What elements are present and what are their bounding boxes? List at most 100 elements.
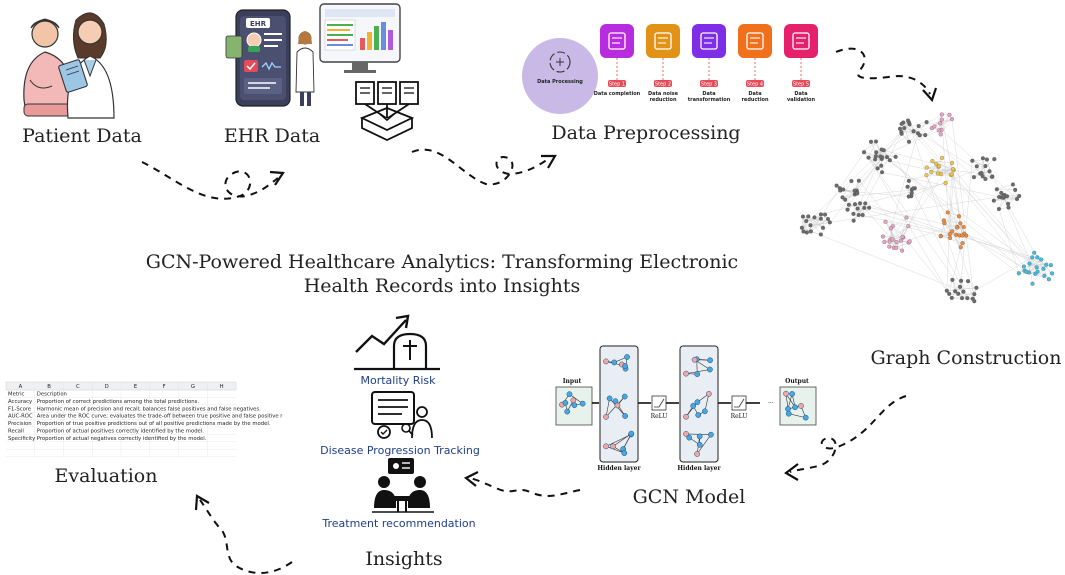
gcn-node: [571, 402, 578, 409]
graph-node: [840, 195, 845, 200]
graph-node: [945, 210, 950, 215]
graph-node: [954, 225, 960, 230]
spreadsheet-column-letter: H: [220, 384, 224, 390]
graph-node: [1006, 205, 1011, 210]
step-label: reduction: [649, 97, 676, 103]
step-label: reduction: [741, 97, 768, 103]
graph-node: [801, 229, 806, 234]
graph-node: [937, 164, 942, 169]
arrow-patient-to-ehr: [141, 161, 279, 200]
graph-node: [873, 139, 879, 144]
relu-1-label: ReLU: [651, 413, 668, 420]
graph-node: [905, 118, 911, 123]
graph-node: [882, 240, 887, 245]
graph-node: [1014, 196, 1020, 202]
data-processing-hub-label: Data Processing: [537, 79, 583, 85]
graph-node: [906, 194, 911, 199]
graph-node: [1042, 273, 1047, 278]
step-badge: [608, 80, 626, 87]
arrowhead-5: [463, 471, 479, 487]
graph-node: [916, 124, 921, 129]
step-label: Data noise: [648, 91, 679, 97]
gcn-node: [579, 400, 586, 407]
spreadsheet-description-cell: Area under the ROC curve; evaluates the …: [37, 414, 284, 420]
gcn-node: [694, 371, 701, 378]
graph-node: [956, 214, 962, 219]
spreadsheet-description-cell: Proportion of actual positives correctly…: [37, 429, 205, 435]
graph-node: [906, 139, 911, 144]
graph-node: [869, 139, 874, 144]
arrowhead-2: [541, 154, 557, 169]
graph-node: [906, 224, 911, 229]
spreadsheet-description-cell: Description: [37, 392, 67, 398]
graph-node: [884, 155, 890, 160]
graph-node: [825, 216, 830, 221]
graph-node: [965, 296, 970, 301]
gcn-node: [707, 357, 713, 364]
graph-node: [1034, 265, 1039, 270]
graph-node: [1041, 266, 1046, 271]
graph-node: [888, 226, 893, 231]
graph-node: [960, 241, 965, 246]
graph-node: [941, 218, 946, 223]
graph-node: [987, 169, 992, 174]
gcn-model-illustration: Input Output Hidden layer Hidden layer R…: [555, 345, 817, 472]
graph-node: [961, 224, 966, 230]
graph-node: [899, 121, 904, 126]
gcn-node: [789, 391, 795, 397]
spreadsheet-column-letter: C: [76, 384, 80, 390]
spreadsheet-column-letter: F: [163, 384, 166, 390]
graph-node: [960, 233, 965, 238]
gcn-node: [606, 395, 613, 402]
graph-node: [934, 161, 939, 166]
gcn-node: [562, 400, 569, 406]
relu-2-box: [731, 395, 747, 411]
graph-node: [1006, 201, 1011, 206]
graph-node: [992, 157, 997, 162]
treatment-recommendation-icon: [372, 458, 434, 513]
graph-node: [949, 117, 955, 122]
gcn-node: [624, 354, 630, 360]
graph-node: [979, 171, 984, 176]
graph-node: [812, 215, 817, 220]
gcn-node: [621, 393, 628, 400]
arrow-insights-to-evaluation: [199, 499, 293, 574]
gcn-output-label: Output: [785, 378, 809, 385]
graph-edges: [801, 114, 1053, 302]
graph-node: [880, 234, 885, 239]
gcn-node: [792, 404, 798, 411]
graph-node: [972, 292, 977, 297]
graph-node: [999, 190, 1004, 195]
gcn-node: [570, 397, 577, 404]
spreadsheet-description-cell: Proportion of true positive predictions …: [37, 421, 271, 427]
relu-2-label: ReLU: [731, 413, 748, 420]
step-label: Data completion: [594, 91, 641, 97]
gcn-input-label: Input: [563, 378, 582, 385]
gcn-flow-arrows: ···: [592, 400, 774, 407]
graph-node: [818, 232, 823, 237]
gcn-node: [683, 413, 689, 420]
ehr-doctor-figure: [295, 31, 315, 106]
diagram-title-line-1: GCN-Powered Healthcare Analytics: Transf…: [146, 251, 738, 273]
gcn-node: [696, 441, 703, 448]
graph-node: [936, 128, 941, 133]
graph-node: [818, 212, 823, 217]
ehr-monitor-illustration: [319, 3, 401, 73]
gcn-node: [785, 410, 792, 417]
gcn-node: [614, 402, 621, 409]
graph-node: [856, 212, 861, 218]
graph-node: [855, 191, 860, 196]
graph-node: [940, 155, 945, 160]
graph-node: [906, 178, 911, 183]
svg-text:···: ···: [768, 400, 774, 407]
graph-node: [890, 237, 895, 242]
graph-node: [972, 299, 977, 304]
graph-node: [939, 172, 944, 177]
graph-node: [874, 150, 879, 155]
graph-node: [856, 178, 861, 183]
ehr-badge-text: EHR: [250, 20, 267, 28]
gcn-node: [610, 443, 616, 450]
